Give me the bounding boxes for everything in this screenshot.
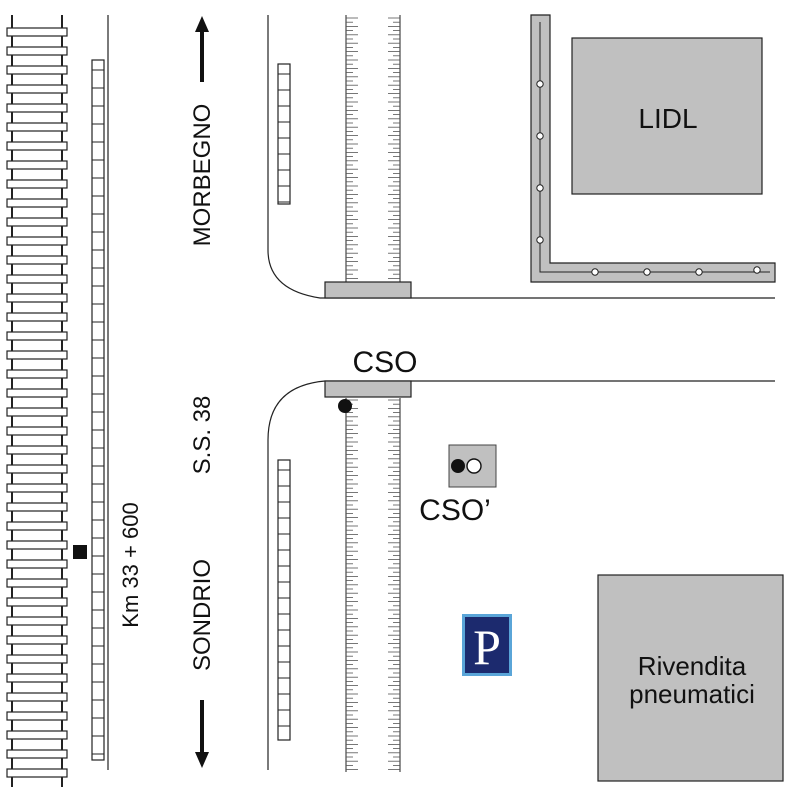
lidl-wall <box>530 14 776 283</box>
road-label-ss38: S.S. 38 <box>189 396 216 475</box>
railway-sleeper <box>6 597 68 607</box>
railway-sleeper <box>6 350 68 360</box>
railway-sleeper <box>6 559 68 569</box>
railway-sleeper <box>6 46 68 56</box>
roadside-ladder-bottom <box>277 459 291 741</box>
canal-top <box>345 15 401 283</box>
arrow-up-icon <box>195 16 209 82</box>
arrow-down-icon <box>195 700 209 768</box>
railway-sleeper <box>6 749 68 759</box>
railway-sleeper <box>6 65 68 75</box>
railway-sleeper <box>6 293 68 303</box>
bridge-deck-top <box>324 281 412 299</box>
railway-sleeper <box>6 502 68 512</box>
railway-sleeper <box>6 141 68 151</box>
bridge-deck-bottom <box>324 380 412 398</box>
tyre-shop-label-line1: Rivendita <box>638 651 747 681</box>
railway-sleeper <box>6 217 68 227</box>
railway-sleeper <box>6 616 68 626</box>
railway-sleeper <box>6 312 68 322</box>
railway-sleeper <box>6 369 68 379</box>
railway-sleeper <box>6 407 68 417</box>
railway-sleeper <box>6 274 68 284</box>
canal-bottom <box>345 398 401 772</box>
km-label: Km 33 + 600 <box>118 502 143 627</box>
railway-sleeper <box>6 464 68 474</box>
railway-sleeper <box>6 654 68 664</box>
roadside-ladder-top <box>277 63 291 205</box>
direction-label-morbegno: MORBEGNO <box>189 104 216 247</box>
railway-sleeper <box>6 179 68 189</box>
road-outline <box>267 15 775 770</box>
lidl-building <box>571 37 763 195</box>
railway-sleeper <box>6 692 68 702</box>
lidl-label: LIDL <box>638 103 697 134</box>
parking-letter: P <box>473 619 501 675</box>
railway-sleeper <box>6 730 68 740</box>
railway-sleeper <box>6 388 68 398</box>
railway-sleeper <box>6 236 68 246</box>
railway-sleeper <box>6 255 68 265</box>
siding-track <box>91 59 105 761</box>
railway-sleeper <box>6 521 68 531</box>
railway-sleeper <box>6 122 68 132</box>
cso-prime-label: CSO’ <box>419 494 491 527</box>
railway-sleeper <box>6 445 68 455</box>
railway-sleeper <box>6 160 68 170</box>
railway-sleeper <box>6 426 68 436</box>
railway-sleeper <box>6 331 68 341</box>
railway-sleeper <box>6 540 68 550</box>
railway-sleeper <box>6 84 68 94</box>
railway-sleeper <box>6 198 68 208</box>
parking-icon: P <box>462 614 512 676</box>
tyre-shop-label-line2: pneumatici <box>629 679 755 709</box>
railway-sleeper <box>6 483 68 493</box>
direction-label-sondrio: SONDRIO <box>189 559 216 671</box>
manhole-icon-cso <box>338 399 352 413</box>
manhole-icon-cso-prime-empty <box>466 458 482 474</box>
railway-sleeper <box>6 635 68 645</box>
tyre-shop-building <box>597 574 784 782</box>
railway-sleeper <box>6 27 68 37</box>
railway-track <box>6 15 68 787</box>
railway-sleeper <box>6 578 68 588</box>
railway-sleeper <box>6 711 68 721</box>
manhole-icon-cso-prime-filled <box>451 459 465 473</box>
railway-sleeper <box>6 103 68 113</box>
km-marker-icon <box>73 545 87 559</box>
railway-sleeper <box>6 673 68 683</box>
cso-label: CSO <box>352 346 417 379</box>
railway-sleeper <box>6 768 68 778</box>
